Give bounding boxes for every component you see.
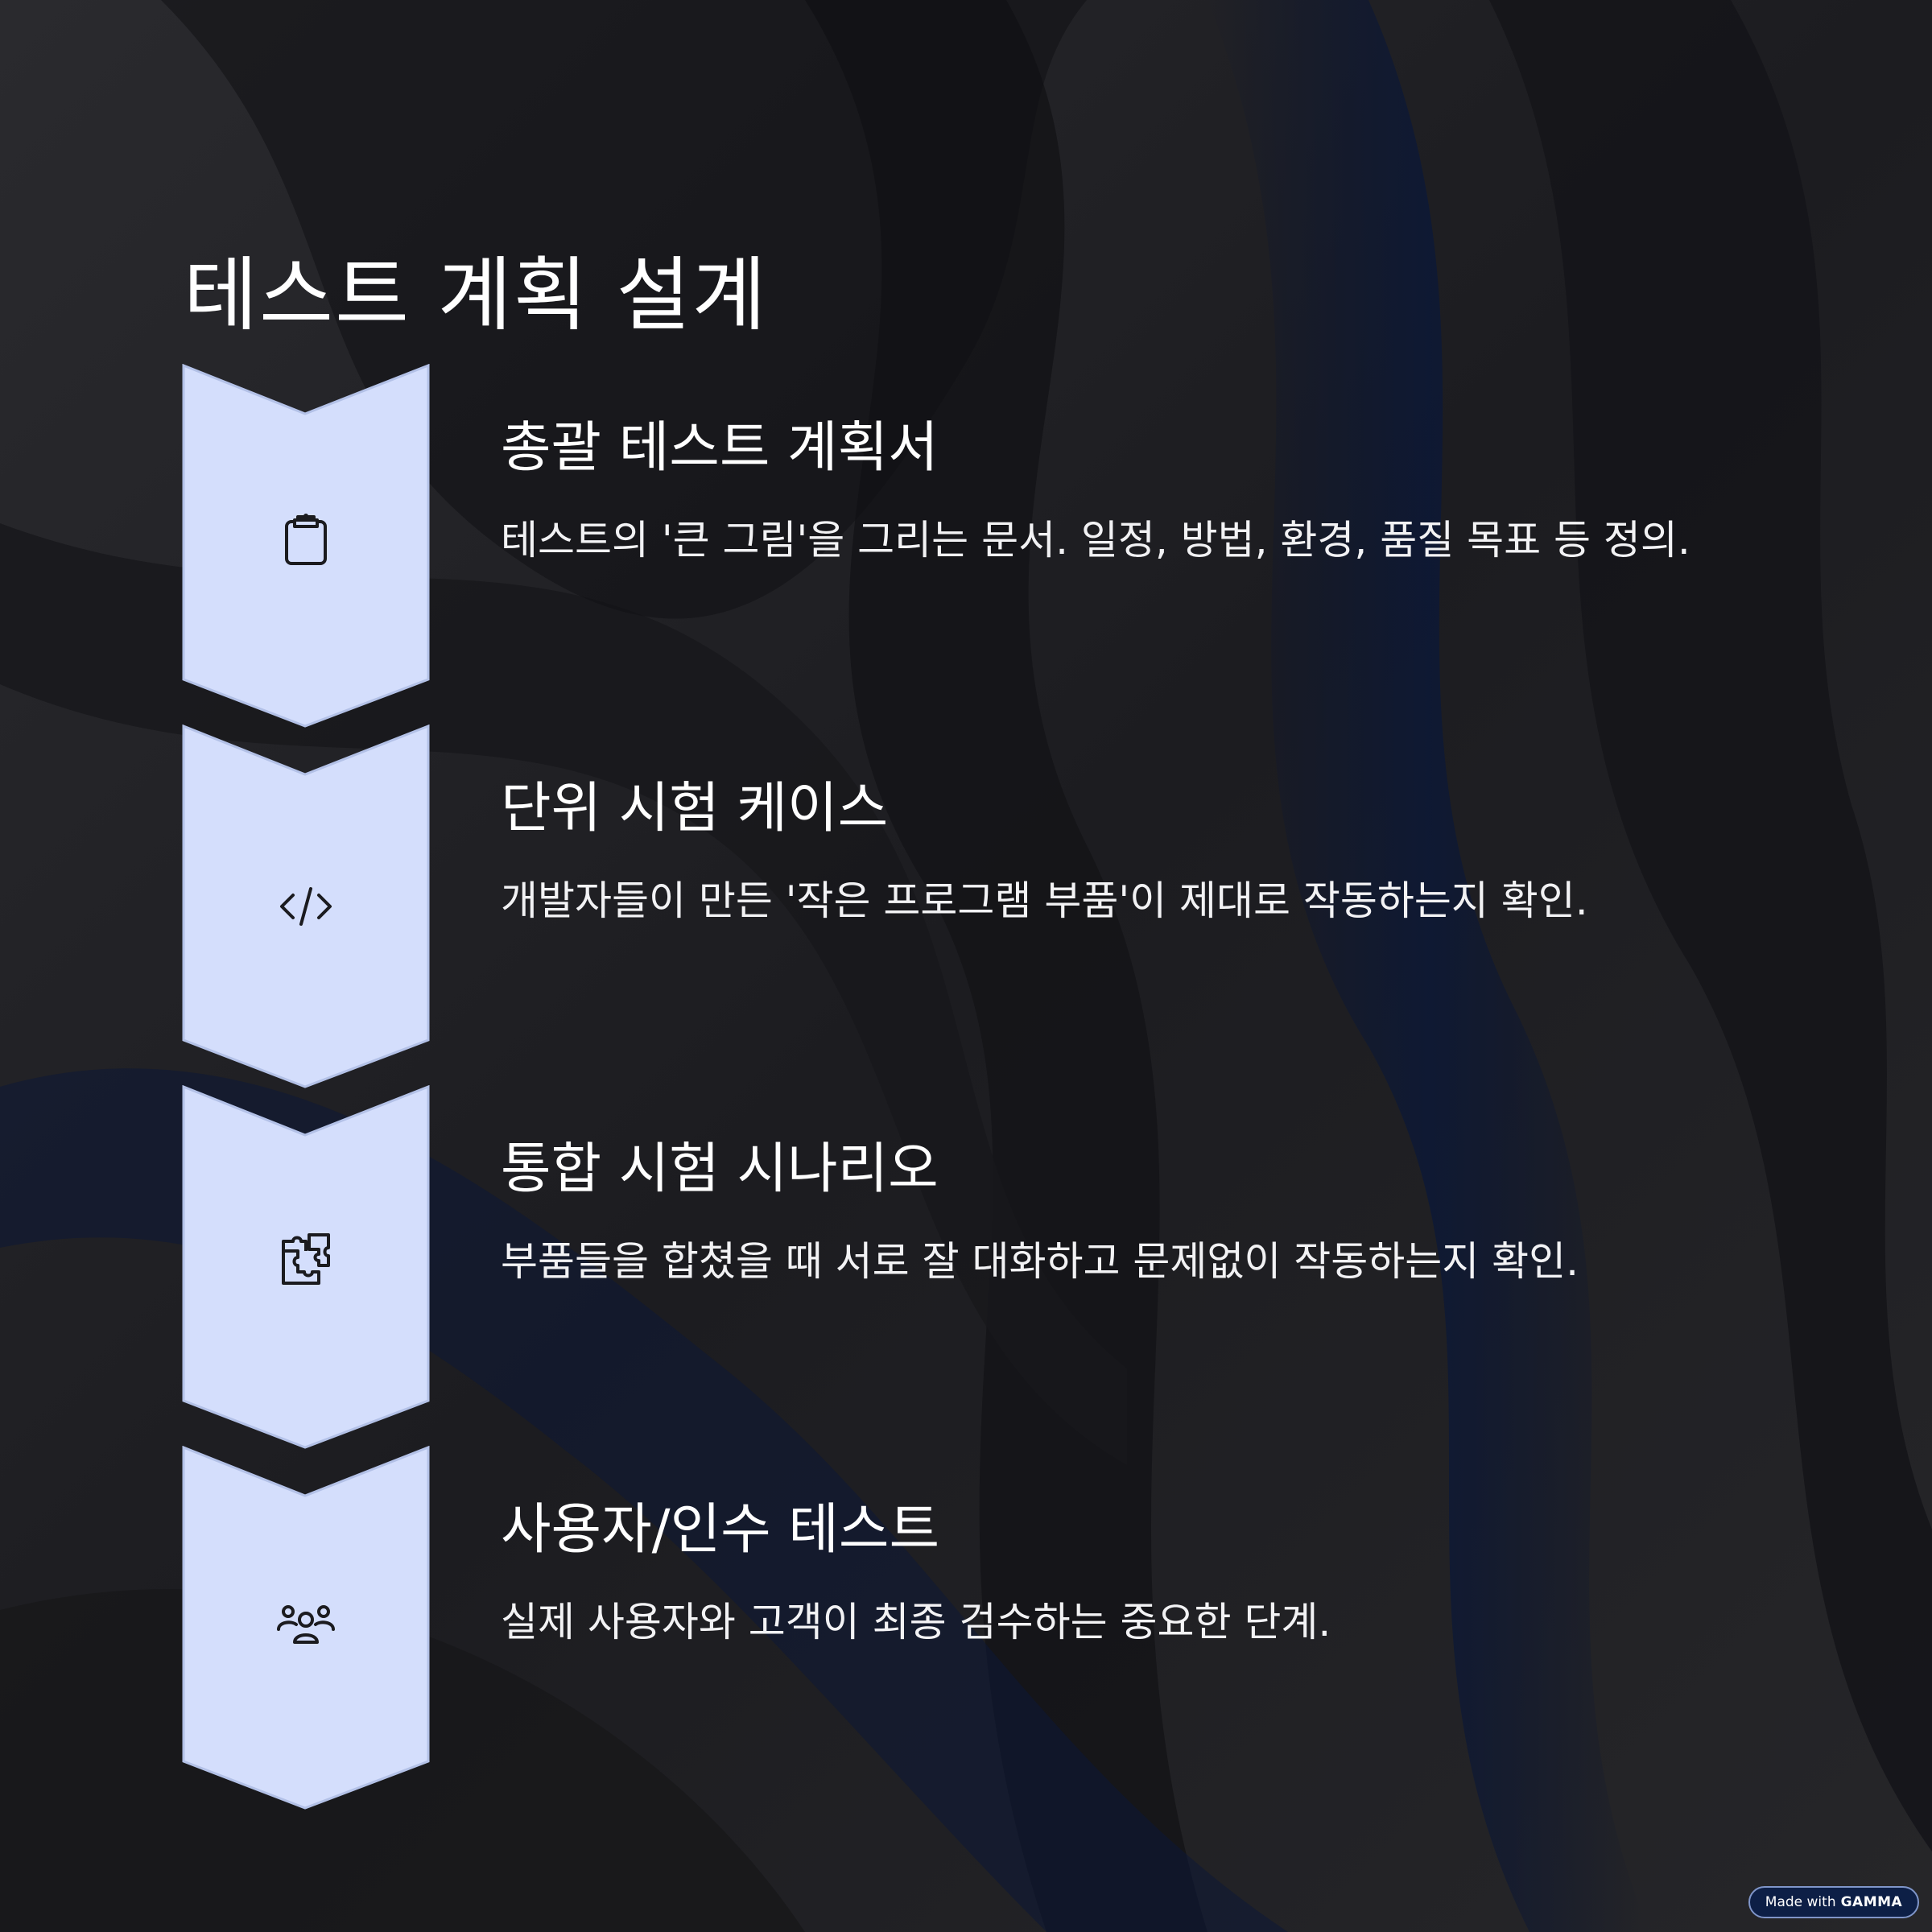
made-with-gamma-badge[interactable]: Made with GAMMA <box>1748 1886 1919 1918</box>
step-title: 총괄 테스트 계획서 <box>501 416 939 480</box>
step-content: 통합 시험 시나리오 부품들을 합쳤을 때 서로 잘 대화하고 문제없이 작동하… <box>501 1137 1757 1299</box>
chevron-shape <box>182 1085 430 1449</box>
step-title: 단위 시험 케이스 <box>501 777 889 840</box>
step-chevron <box>182 364 430 728</box>
badge-prefix: Made with <box>1765 1894 1836 1910</box>
step-title: 사용자/인수 테스트 <box>501 1498 940 1562</box>
step-content: 사용자/인수 테스트 실제 사용자와 고객이 최종 검수하는 중요한 단계. <box>501 1497 1757 1660</box>
step-chevron <box>182 1446 430 1810</box>
step-chevron <box>182 1085 430 1449</box>
step-description: 부품들을 합쳤을 때 서로 잘 대화하고 문제없이 작동하는지 확인. <box>501 1237 1579 1285</box>
step-content: 총괄 테스트 계획서 테스트의 '큰 그림'을 그리는 문서. 일정, 방법, … <box>501 415 1757 578</box>
step-title: 통합 시험 시나리오 <box>501 1137 939 1201</box>
step-description: 실제 사용자와 고객이 최종 검수하는 중요한 단계. <box>501 1598 1331 1645</box>
step-content: 단위 시험 케이스 개발자들이 만든 '작은 프로그램 부품'이 제대로 작동하… <box>501 776 1757 939</box>
chevron-shape <box>182 364 430 728</box>
puzzle-icon <box>282 1233 330 1285</box>
step-chevron <box>182 724 430 1088</box>
page-title: 테스트 계획 설계 <box>184 248 768 342</box>
code-icon <box>280 887 332 926</box>
step-description: 개발자들이 만든 '작은 프로그램 부품'이 제대로 작동하는지 확인. <box>501 877 1588 924</box>
step-description: 테스트의 '큰 그림'을 그리는 문서. 일정, 방법, 환경, 품질 목표 등… <box>501 516 1690 564</box>
clipboard-icon <box>285 514 327 565</box>
badge-brand: GAMMA <box>1840 1894 1903 1910</box>
users-icon <box>277 1605 335 1644</box>
